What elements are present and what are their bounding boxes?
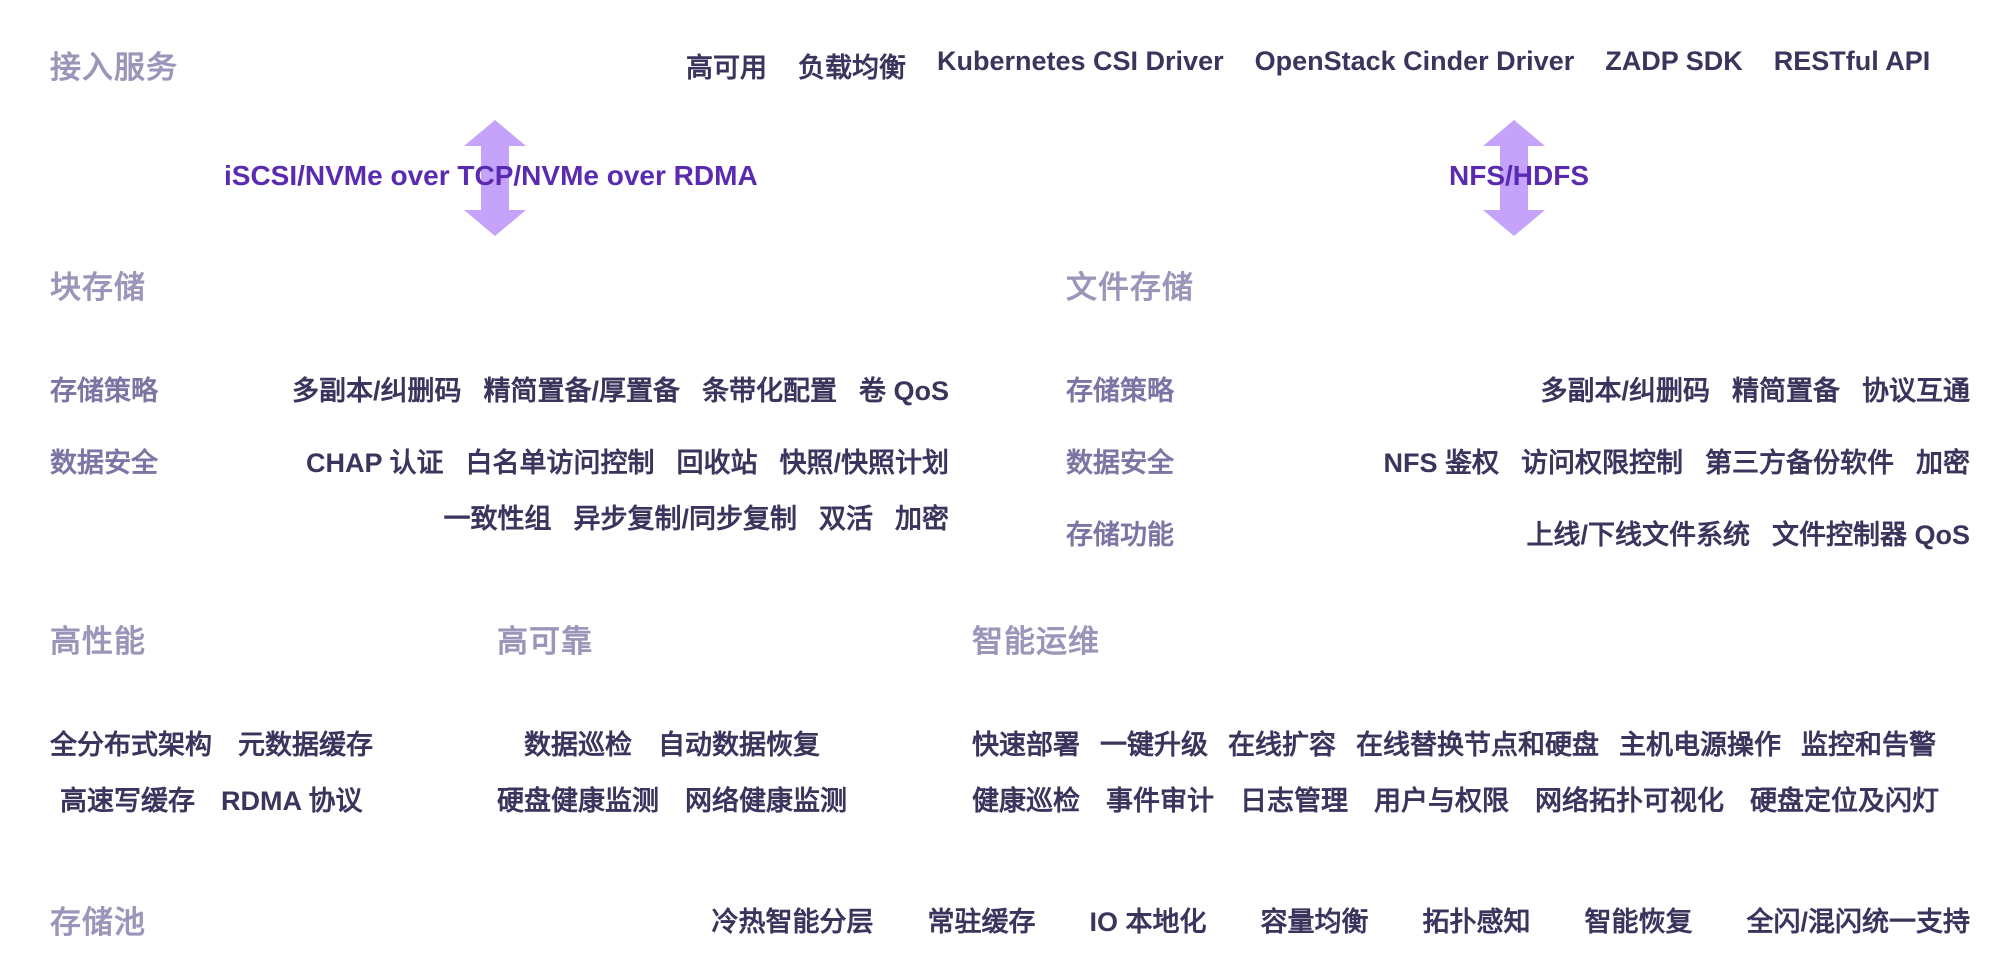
ops-item: 在线替换节点和硬盘 bbox=[1356, 730, 1599, 760]
block-policy-item: 精简置备/厚置备 bbox=[483, 376, 680, 406]
pool-item: 全闪/混闪统一支持 bbox=[1746, 907, 1970, 937]
high-reliability-row1: 数据巡检 自动数据恢复 bbox=[524, 723, 820, 762]
access-item: OpenStack Cinder Driver bbox=[1254, 46, 1575, 76]
double-arrow-icon-block bbox=[464, 120, 526, 236]
block-security-item: 快照/快照计划 bbox=[779, 448, 949, 478]
high-performance-title: 高性能 bbox=[50, 624, 146, 659]
ops-item: 健康巡检 bbox=[972, 786, 1080, 816]
file-security-item: NFS 鉴权 bbox=[1383, 448, 1499, 478]
pool-item: IO 本地化 bbox=[1089, 907, 1207, 937]
file-security-item: 第三方备份软件 bbox=[1705, 448, 1894, 478]
file-storage-title: 文件存储 bbox=[1066, 270, 1194, 305]
block-policy-item: 条带化配置 bbox=[701, 376, 837, 406]
ops-row2: 健康巡检 事件审计 日志管理 用户与权限 网络拓扑可视化 硬盘定位及闪灯 bbox=[972, 779, 1939, 818]
block-storage-title: 块存储 bbox=[50, 270, 146, 305]
ops-item: 在线扩容 bbox=[1228, 730, 1336, 760]
high-performance-item: 元数据缓存 bbox=[238, 730, 373, 760]
high-reliability-title: 高可靠 bbox=[497, 624, 593, 659]
ops-item: 主机电源操作 bbox=[1619, 730, 1781, 760]
block-security-item: 加密 bbox=[895, 504, 949, 534]
file-function-item: 上线/下线文件系统 bbox=[1526, 520, 1750, 550]
access-item: ZADP SDK bbox=[1605, 46, 1743, 76]
pool-item: 常驻缓存 bbox=[927, 907, 1036, 937]
file-policy-label: 存储策略 bbox=[1066, 376, 1174, 406]
ops-item: 事件审计 bbox=[1106, 786, 1214, 816]
ops-row1: 快速部署 一键升级 在线扩容 在线替换节点和硬盘 主机电源操作 监控和告警 bbox=[972, 723, 1936, 762]
access-items: 高可用 负载均衡 Kubernetes CSI Driver OpenStack… bbox=[686, 46, 1930, 85]
high-reliability-item: 自动数据恢复 bbox=[658, 730, 820, 760]
ops-item: 日志管理 bbox=[1240, 786, 1348, 816]
access-item: 负载均衡 bbox=[798, 53, 906, 83]
ops-item: 用户与权限 bbox=[1374, 786, 1509, 816]
block-security-item: 一致性组 bbox=[443, 504, 552, 534]
file-security-items: NFS 鉴权 访问权限控制 第三方备份软件 加密 bbox=[1383, 441, 1970, 480]
block-security-item: CHAP 认证 bbox=[305, 448, 444, 478]
high-performance-item: 全分布式架构 bbox=[50, 730, 212, 760]
access-item: RESTful API bbox=[1773, 46, 1931, 76]
access-item: 高可用 bbox=[686, 53, 767, 83]
ops-item: 监控和告警 bbox=[1801, 730, 1936, 760]
pool-items: 冷热智能分层 常驻缓存 IO 本地化 容量均衡 拓扑感知 智能恢复 全闪/混闪统… bbox=[711, 900, 1970, 939]
block-security-item: 异步复制/同步复制 bbox=[573, 504, 797, 534]
pool-item: 容量均衡 bbox=[1260, 907, 1369, 937]
file-function-label: 存储功能 bbox=[1066, 520, 1174, 550]
high-performance-row2: 高速写缓存 RDMA 协议 bbox=[60, 779, 363, 818]
block-security-label: 数据安全 bbox=[50, 448, 158, 478]
ops-item: 一键升级 bbox=[1100, 730, 1208, 760]
file-security-label: 数据安全 bbox=[1066, 448, 1174, 478]
pool-item: 拓扑感知 bbox=[1422, 907, 1531, 937]
ops-title: 智能运维 bbox=[972, 624, 1100, 659]
file-policy-item: 精简置备 bbox=[1732, 376, 1840, 406]
file-policy-item: 多副本/纠删码 bbox=[1540, 376, 1710, 406]
pool-title: 存储池 bbox=[50, 905, 146, 940]
ops-item: 硬盘定位及闪灯 bbox=[1750, 786, 1939, 816]
file-function-items: 上线/下线文件系统 文件控制器 QoS bbox=[1526, 513, 1970, 552]
access-item: Kubernetes CSI Driver bbox=[937, 46, 1224, 76]
high-performance-item: 高速写缓存 bbox=[60, 786, 195, 816]
access-title: 接入服务 bbox=[50, 50, 178, 85]
ops-item: 网络拓扑可视化 bbox=[1535, 786, 1724, 816]
block-policy-item: 多副本/纠删码 bbox=[291, 376, 462, 406]
high-reliability-item: 网络健康监测 bbox=[685, 786, 847, 816]
block-security-item: 双活 bbox=[819, 504, 873, 534]
file-function-item: 文件控制器 QoS bbox=[1771, 520, 1970, 550]
file-policy-items: 多副本/纠删码 精简置备 协议互通 bbox=[1540, 369, 1970, 408]
file-security-item: 访问权限控制 bbox=[1521, 448, 1683, 478]
block-security-item: 回收站 bbox=[676, 448, 758, 478]
file-policy-item: 协议互通 bbox=[1862, 376, 1970, 406]
block-policy-label: 存储策略 bbox=[50, 376, 158, 406]
block-protocol-label: iSCSI/NVMe over TCP/NVMe over RDMA bbox=[224, 160, 758, 191]
high-reliability-item: 硬盘健康监测 bbox=[497, 786, 659, 816]
block-security-items: CHAP 认证 白名单访问控制 回收站 快照/快照计划 bbox=[306, 441, 949, 480]
file-security-item: 加密 bbox=[1916, 448, 1970, 478]
block-security-item: 白名单访问控制 bbox=[465, 448, 655, 478]
high-performance-item: RDMA 协议 bbox=[221, 786, 363, 816]
file-protocol-label: NFS/HDFS bbox=[1449, 160, 1589, 191]
ops-item: 快速部署 bbox=[972, 730, 1080, 760]
high-reliability-row2: 硬盘健康监测 网络健康监测 bbox=[497, 779, 847, 818]
block-security-items-2: 一致性组 异步复制/同步复制 双活 加密 bbox=[443, 497, 949, 536]
high-reliability-item: 数据巡检 bbox=[524, 730, 632, 760]
block-policy-item: 卷 QoS bbox=[858, 376, 949, 406]
pool-item: 智能恢复 bbox=[1584, 907, 1693, 937]
high-performance-row1: 全分布式架构 元数据缓存 bbox=[50, 723, 373, 762]
double-arrow-icon-file bbox=[1483, 120, 1545, 236]
block-policy-items: 多副本/纠删码 精简置备/厚置备 条带化配置 卷 QoS bbox=[292, 369, 949, 408]
pool-item: 冷热智能分层 bbox=[711, 907, 874, 937]
